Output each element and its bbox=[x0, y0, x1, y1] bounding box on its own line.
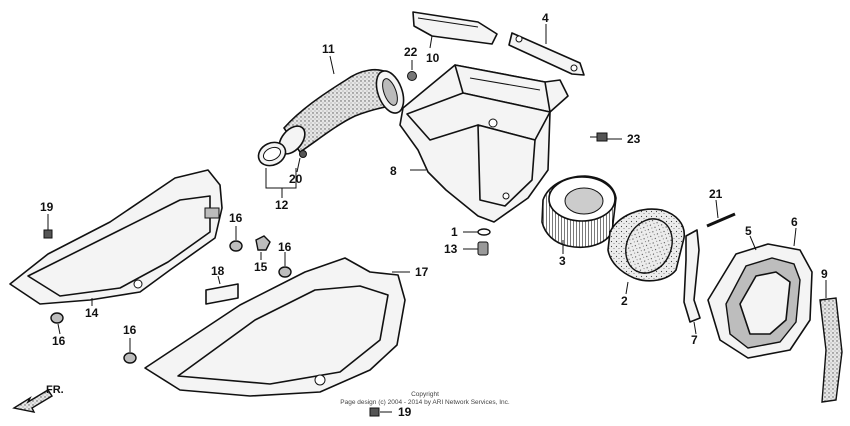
callout-8: 8 bbox=[390, 164, 397, 178]
part-11-intake-tube bbox=[278, 55, 405, 155]
part-2-foam-element bbox=[607, 208, 686, 295]
part-9-strip bbox=[819, 280, 843, 403]
part-10-top-foam bbox=[412, 11, 498, 49]
callout-20: 20 bbox=[289, 172, 303, 186]
grommet-16-b bbox=[278, 252, 292, 278]
part-14-left-side-cover bbox=[9, 169, 223, 306]
callout-22: 22 bbox=[404, 45, 418, 59]
bolt-19-b bbox=[369, 407, 392, 417]
part-4-holder-bracket bbox=[508, 24, 585, 76]
callout-1: 1 bbox=[451, 225, 458, 239]
part-12-clamp-band bbox=[257, 141, 297, 198]
front-direction-label: FR. bbox=[46, 384, 64, 396]
callout-9: 9 bbox=[821, 267, 828, 281]
grommet-16-a bbox=[229, 226, 243, 252]
callout-13: 13 bbox=[444, 242, 458, 256]
part-21-pin bbox=[706, 199, 736, 228]
grommet-16-d bbox=[123, 338, 137, 364]
part-23-bolt bbox=[590, 132, 622, 142]
callout-16-a: 16 bbox=[229, 211, 243, 225]
callout-labels: 1 2 3 4 5 6 7 8 9 10 11 12 13 14 15 16 1… bbox=[40, 11, 828, 419]
copyright-line-1: Copyright bbox=[411, 391, 439, 398]
callout-14: 14 bbox=[85, 306, 99, 320]
part-17-right-side-cover bbox=[144, 257, 410, 397]
part-18-label bbox=[205, 275, 239, 305]
callout-3: 3 bbox=[559, 254, 566, 268]
callout-17: 17 bbox=[415, 265, 429, 279]
part-20-screw bbox=[296, 150, 307, 173]
callout-12: 12 bbox=[275, 198, 289, 212]
bolt-19-a bbox=[43, 214, 53, 239]
callout-5: 5 bbox=[745, 224, 752, 238]
callout-18: 18 bbox=[211, 264, 225, 278]
callout-23: 23 bbox=[627, 132, 641, 146]
part-5-6-cover bbox=[707, 227, 813, 359]
callout-6: 6 bbox=[791, 215, 798, 229]
callout-19-b: 19 bbox=[398, 405, 412, 419]
callout-16-c: 16 bbox=[52, 334, 66, 348]
callout-7: 7 bbox=[691, 333, 698, 347]
callout-4: 4 bbox=[542, 11, 549, 25]
part-22-bolt bbox=[407, 60, 417, 81]
callout-11: 11 bbox=[322, 42, 335, 56]
part-15-collar bbox=[255, 235, 271, 260]
copyright-line-2: Page design (c) 2004 - 2014 by ARI Netwo… bbox=[340, 399, 510, 406]
part-1-oring bbox=[463, 228, 491, 236]
callout-10: 10 bbox=[426, 51, 440, 65]
callout-15: 15 bbox=[254, 260, 268, 274]
front-direction-arrow: FR. bbox=[12, 384, 64, 413]
callout-21: 21 bbox=[709, 187, 723, 201]
copyright-notice: Copyright Page design (c) 2004 - 2014 by… bbox=[340, 391, 510, 406]
part-7-strap bbox=[683, 229, 701, 335]
part-13-plug bbox=[463, 241, 489, 256]
part-8-air-cleaner-case bbox=[399, 64, 569, 223]
callout-16-d: 16 bbox=[123, 323, 137, 337]
callout-16-b: 16 bbox=[278, 240, 292, 254]
grommet-16-c bbox=[50, 312, 64, 335]
callout-19-a: 19 bbox=[40, 200, 54, 214]
callout-2: 2 bbox=[621, 294, 628, 308]
part-3-filter-element bbox=[541, 175, 617, 254]
